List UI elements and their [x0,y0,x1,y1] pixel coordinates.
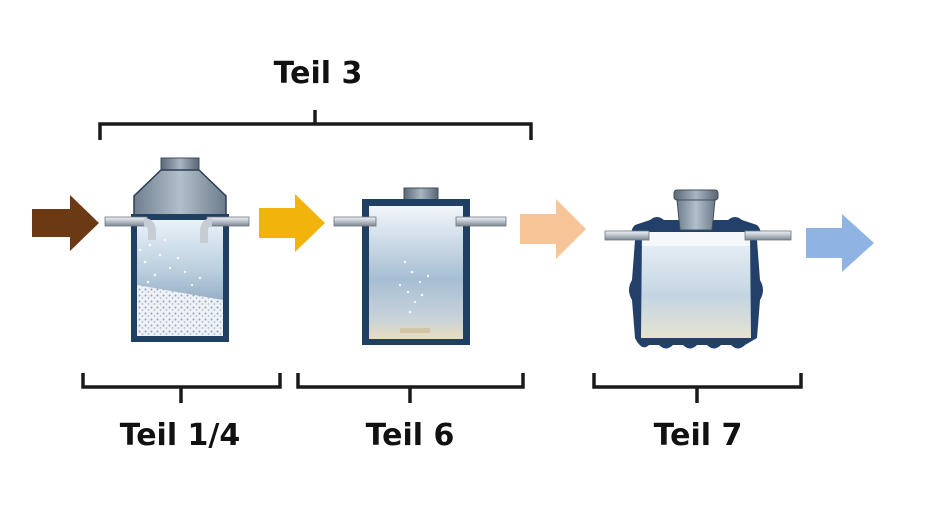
bracket-top [98,110,533,140]
bracket-tank2 [296,373,525,403]
label-teil-1-4: Teil 1/4 [119,418,241,453]
outflow-arrow [806,214,874,272]
tank-1 [104,157,250,342]
tank-3 [604,189,792,349]
label-teil-7: Teil 7 [653,418,743,453]
label-teil-3: Teil 3 [273,56,363,91]
bracket-tank1 [81,373,282,403]
flow-arrow-2 [259,194,325,252]
tank-2 [333,187,507,345]
inflow-arrow [32,195,99,251]
flow-arrow-3 [520,199,586,259]
bracket-tank3 [592,373,803,403]
label-teil-6: Teil 6 [365,418,455,453]
